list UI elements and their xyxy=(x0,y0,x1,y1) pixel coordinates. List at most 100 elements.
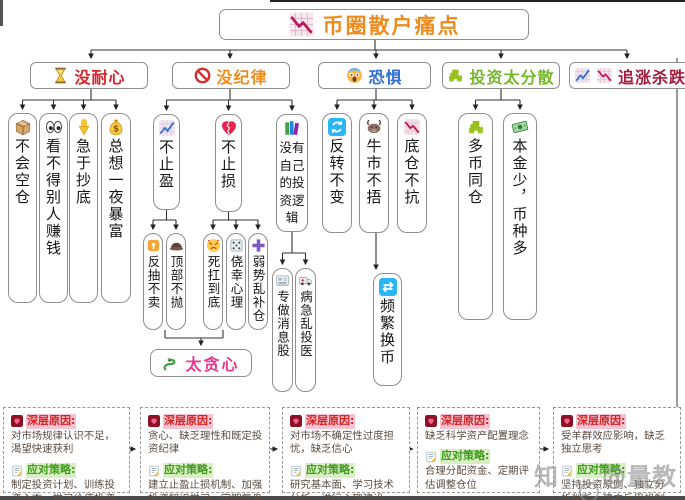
strategy-text: 研究基本面、学习技术分析、进行心理建设 xyxy=(290,478,394,500)
node-label: 太贪心 xyxy=(185,355,240,374)
node-label: 牛市不捂 xyxy=(364,138,383,206)
money-bag-icon: $ xyxy=(107,118,125,136)
reason-text: 受羊群效应影响，缺乏独立思考 xyxy=(561,429,665,456)
ambulance-icon xyxy=(298,273,313,288)
node-label: 死扛到底 xyxy=(205,255,221,309)
strategy-icon xyxy=(11,465,23,477)
node-frequent-coin-switching[interactable]: 频繁换币 xyxy=(373,273,402,386)
newspaper-icon xyxy=(275,273,290,288)
refresh-icon xyxy=(328,118,346,136)
category-no-discipline[interactable]: 没纪律 xyxy=(172,62,290,89)
node-label: 底仓不抗 xyxy=(402,138,421,206)
page-edge-top xyxy=(270,0,685,2)
node-rush-bottom-fishing[interactable]: 急于抄底 xyxy=(69,113,98,303)
node-lucky-mentality[interactable]: 侥幸心理 xyxy=(226,233,246,330)
category-label: 没耐心 xyxy=(74,67,126,87)
reason-text: 对市场规律认识不足，渴望快速获利 xyxy=(11,429,115,456)
node-hold-to-the-end[interactable]: 死扛到底 xyxy=(203,233,223,330)
analysis-box-chase-rally[interactable]: 深层原因: 受羊群效应影响，缺乏独立思考 应对策略: 坚持投资原则、独立分析判断… xyxy=(553,407,681,500)
page-edge-right xyxy=(676,58,678,466)
reason-text: 缺乏科学资产配置理念 xyxy=(425,429,529,442)
puzzle-icon xyxy=(467,118,485,136)
strategy-label: 应对策略: xyxy=(305,463,356,478)
node-label: 弱势乱补仓 xyxy=(250,255,266,323)
ox-icon xyxy=(365,118,383,136)
node-label: 多币同仓 xyxy=(466,138,484,206)
node-many-coins-one-position[interactable]: 多币同仓 xyxy=(458,113,493,320)
node-label: 不会空仓 xyxy=(13,138,31,206)
strategy-text: 坚持投资原则、独立分析判断、建立反思机制 xyxy=(561,478,665,500)
node-reversal-unchanged[interactable]: 反转不变 xyxy=(322,113,352,233)
banknote-icon xyxy=(511,118,529,136)
strategy-label: 应对策略: xyxy=(576,463,627,478)
puzzle-icon xyxy=(447,67,464,84)
strategy-text: 合理分配资金、定期评估调整仓位 xyxy=(425,465,529,491)
analysis-box-no-discipline[interactable]: 深层原因: 贪心、缺乏理性和既定投资纪律 应对策略: 建立止盈止损机制、加强投资… xyxy=(140,407,270,500)
node-no-sell-on-rebound[interactable]: 反抽不卖 xyxy=(143,233,163,330)
reason-icon xyxy=(11,415,23,428)
node-desperate-remedies[interactable]: 病急乱投医 xyxy=(295,268,316,392)
node-get-rich-overnight[interactable]: $ 总想一夜暴富 xyxy=(101,113,131,303)
category-no-patience[interactable]: 没耐心 xyxy=(30,62,148,89)
analysis-box-no-patience[interactable]: 深层原因: 对市场规律认识不足，渴望快速获利 应对策略: 制定投资计划、训练投资… xyxy=(3,407,130,500)
chart-up-icon xyxy=(158,119,176,137)
chart-down-icon xyxy=(288,11,315,38)
strategy-label: 应对策略: xyxy=(26,463,77,478)
node-no-take-profit[interactable]: 不止盈 xyxy=(153,114,180,210)
broken-heart-icon xyxy=(220,119,238,137)
node-label: 急于抄底 xyxy=(74,138,92,206)
hourglass-icon xyxy=(52,67,69,84)
eyes-icon xyxy=(45,118,63,136)
page-edge-left xyxy=(0,0,3,26)
no-entry-icon xyxy=(194,67,211,84)
node-label: 看不得别人赚钱 xyxy=(44,138,62,257)
node-trade-on-rumors[interactable]: 专做消息股 xyxy=(272,268,293,392)
page-title: 币圈散户痛点 xyxy=(322,13,461,38)
reason-text: 贪心、缺乏理性和既定投资纪律 xyxy=(148,429,263,456)
node-label: 频繁换币 xyxy=(378,298,396,366)
svg-text:$: $ xyxy=(113,124,119,134)
plus-icon xyxy=(251,238,266,253)
reason-label: 深层原因: xyxy=(163,414,214,429)
node-label: 顶部不抛 xyxy=(168,255,184,309)
page-edge-bottom xyxy=(0,496,685,500)
node-never-empty-position[interactable]: 不会空仓 xyxy=(8,113,37,303)
node-too-greedy[interactable]: 太贪心 xyxy=(150,349,252,377)
node-no-hold-in-bull[interactable]: 牛市不捂 xyxy=(359,113,389,233)
dice-icon xyxy=(229,238,244,253)
node-label: 本金少，币种多 xyxy=(510,138,529,257)
node-small-capital-many-coins[interactable]: 本金少，币种多 xyxy=(503,113,537,320)
strategy-label: 应对策略: xyxy=(163,463,214,478)
category-fear[interactable]: 恐惧 xyxy=(318,62,431,89)
category-chase-rally[interactable]: 追涨杀跌 xyxy=(569,62,685,89)
node-label: 病急乱投医 xyxy=(298,290,313,358)
analysis-box-fear[interactable]: 深层原因: 对市场不确定性过度担忧，缺乏信心 应对策略: 研究基本面、学习技术分… xyxy=(282,407,410,500)
strategy-text: 建立止盈止损机制、加强投资知识学习、定期复盘 xyxy=(148,478,263,500)
root-node[interactable]: 币圈散户痛点 xyxy=(219,9,529,40)
node-averaging-down-weak[interactable]: 弱势乱补仓 xyxy=(248,233,268,330)
strategy-icon xyxy=(290,465,302,477)
reason-label: 深层原因: xyxy=(26,414,77,429)
category-too-scattered[interactable]: 投资太分散 xyxy=(442,62,560,89)
repeat-icon xyxy=(378,278,397,296)
snake-icon xyxy=(162,355,179,372)
node-no-sell-at-top[interactable]: 顶部不抛 xyxy=(166,233,186,330)
angry-face-icon xyxy=(206,238,221,253)
node-envy-others-profit[interactable]: 看不得别人赚钱 xyxy=(39,113,68,303)
node-label: 不止盈 xyxy=(157,139,175,190)
reason-label: 深层原因: xyxy=(305,414,356,429)
strategy-text: 制定投资计划、训练投资心态、学习价值投资理念 xyxy=(11,478,115,500)
analysis-box-too-scattered[interactable]: 深层原因: 缺乏科学资产配置理念 应对策略: 合理分配资金、定期评估调整仓位 xyxy=(417,407,540,493)
node-label: 没有自己的投资逻辑 xyxy=(279,140,305,225)
node-no-own-logic[interactable]: 没有自己的投资逻辑 xyxy=(276,114,308,232)
reason-icon xyxy=(148,415,160,428)
books-icon xyxy=(283,119,301,137)
reason-label: 深层原因: xyxy=(576,414,627,429)
node-base-position-weak[interactable]: 底仓不抗 xyxy=(397,113,427,233)
node-label: 反抽不卖 xyxy=(145,255,161,309)
strategy-icon xyxy=(425,451,437,463)
node-no-stop-loss[interactable]: 不止损 xyxy=(215,114,242,212)
node-label: 反转不变 xyxy=(327,138,346,206)
package-icon xyxy=(14,118,32,136)
